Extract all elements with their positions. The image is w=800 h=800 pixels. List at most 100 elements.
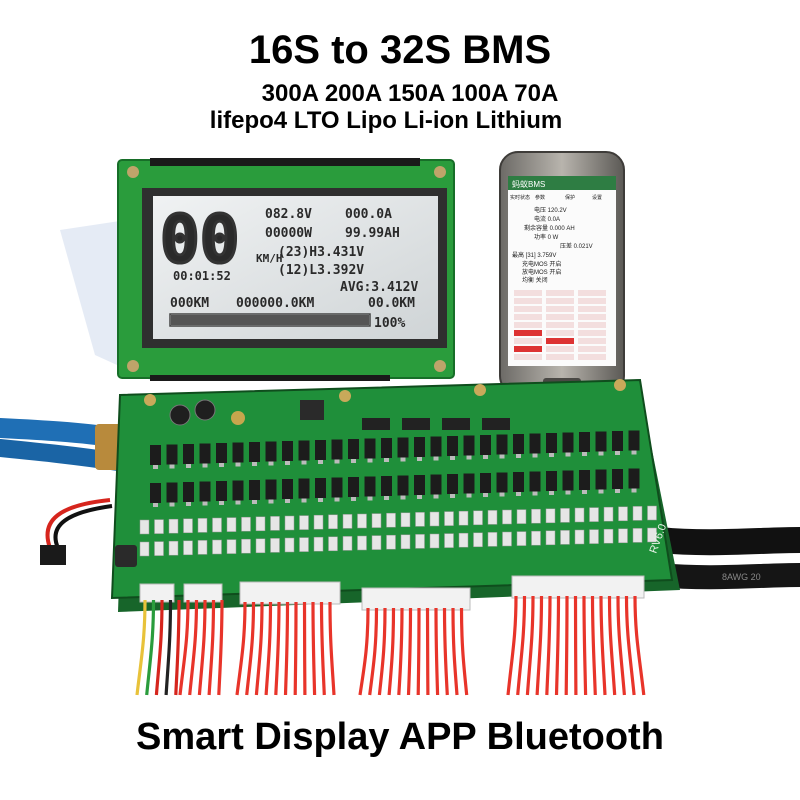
app-cell-swatch [546, 306, 574, 312]
app-cell-swatch [578, 346, 606, 352]
balance-wire [624, 595, 636, 696]
app-cell-swatch [546, 338, 574, 344]
balance-resistor [241, 538, 251, 554]
balance-resistor [487, 510, 498, 525]
mosfet [529, 471, 541, 492]
mosfet [397, 475, 409, 496]
app-tab: 保护 [565, 194, 575, 201]
app-row: 压差 0.021V [560, 242, 593, 250]
balance-wire [633, 595, 646, 696]
app-cell-swatch [578, 338, 606, 344]
balance-resistor [531, 508, 541, 524]
balance-resistor [516, 531, 527, 546]
mosfet [364, 438, 376, 459]
balance-resistor [574, 507, 585, 523]
mosfet [628, 430, 640, 451]
balance-wire [406, 607, 413, 696]
app-row: 剩余容量 0.000 AH [524, 224, 575, 232]
balance-resistor [212, 517, 222, 533]
mosfet-array [150, 430, 640, 507]
app-cell-swatch [546, 346, 574, 352]
balance-resistor [429, 533, 440, 549]
lcd-avg-cell: AVG:3.412V [340, 280, 418, 295]
mosfet [183, 482, 194, 502]
balance-wire [442, 607, 449, 696]
mosfet [463, 435, 475, 456]
app-row: 放电MOS 开启 [522, 268, 561, 276]
lcd-distance: 00.0KM [368, 296, 415, 311]
app-cell-swatch [546, 354, 574, 360]
lcd-power: 00000W [265, 226, 312, 241]
balance-wire [616, 595, 626, 696]
balance-wire [274, 601, 281, 696]
mosfet [331, 439, 343, 460]
balance-resistor [589, 529, 599, 544]
power-switch-lead [40, 498, 113, 565]
balance-resistor [255, 516, 266, 532]
balance-wire [164, 599, 173, 696]
balance-wire [245, 601, 256, 696]
balance-resistor [357, 535, 367, 551]
mosfet [496, 472, 508, 493]
balance-resistor [284, 537, 295, 553]
mosfet [348, 439, 359, 459]
lcd-voltage: 082.8V [265, 207, 312, 222]
balance-resistor [516, 509, 527, 524]
mosfet [430, 436, 442, 457]
lcd-time: 00:01:52 [173, 269, 231, 283]
app-cell-swatch [514, 314, 542, 320]
app-cell-swatch [546, 298, 574, 304]
balance-resistor [473, 510, 483, 526]
balance-resistor [197, 518, 208, 533]
balance-resistor [342, 536, 353, 551]
mosfet [249, 442, 260, 462]
balance-wire [564, 595, 569, 696]
mosfet [265, 441, 277, 462]
balance-wire [451, 607, 459, 696]
balance-resistor [357, 513, 367, 529]
lcd-min-cell: (12)L3.392V [278, 263, 364, 278]
mosfet [315, 478, 326, 498]
balance-resistor [473, 532, 483, 548]
balance-resistor-array [139, 505, 657, 557]
mosfet [513, 472, 524, 492]
balance-wire [459, 607, 469, 696]
balance-resistor [386, 512, 396, 528]
mosfet [414, 437, 425, 457]
balance-resistor [241, 516, 251, 532]
mosfet [463, 473, 475, 494]
balance-wire [535, 595, 544, 696]
app-row: 最高 [31] 3.759V [512, 251, 556, 259]
balance-wire [554, 595, 561, 696]
app-cell-swatch [578, 322, 606, 328]
bms-board: RV6.0 [110, 378, 680, 612]
balance-resistor [502, 531, 512, 547]
mosfet [348, 477, 359, 497]
balance-resistor [386, 534, 396, 550]
balance-wire [293, 601, 298, 696]
mosfet [579, 432, 590, 452]
lcd-capacity: 99.99AH [345, 226, 400, 241]
mosfet [216, 481, 227, 501]
mosfet [331, 477, 343, 498]
balance-resistor [560, 508, 570, 523]
mosfet [595, 469, 607, 490]
app-cell-swatch [514, 338, 542, 344]
mosfet [595, 431, 607, 452]
mosfet [397, 437, 409, 458]
balance-wire [358, 607, 370, 696]
app-cell-swatch [546, 322, 574, 328]
app-cell-swatch [546, 290, 574, 296]
balance-resistor [154, 519, 164, 534]
balance-wire [607, 595, 617, 696]
current-ratings: 300A 200A 150A 100A 70A [261, 80, 559, 107]
app-cell-swatch [514, 298, 542, 304]
balance-wire [217, 599, 224, 696]
app-cell-swatch [514, 354, 542, 360]
mosfet [546, 433, 557, 453]
mosfet [216, 443, 227, 463]
app-row: 充电MOS 开启 [522, 260, 561, 268]
app-cell-swatch [546, 330, 574, 336]
balance-wire [235, 601, 247, 696]
balance-wire [368, 607, 379, 696]
